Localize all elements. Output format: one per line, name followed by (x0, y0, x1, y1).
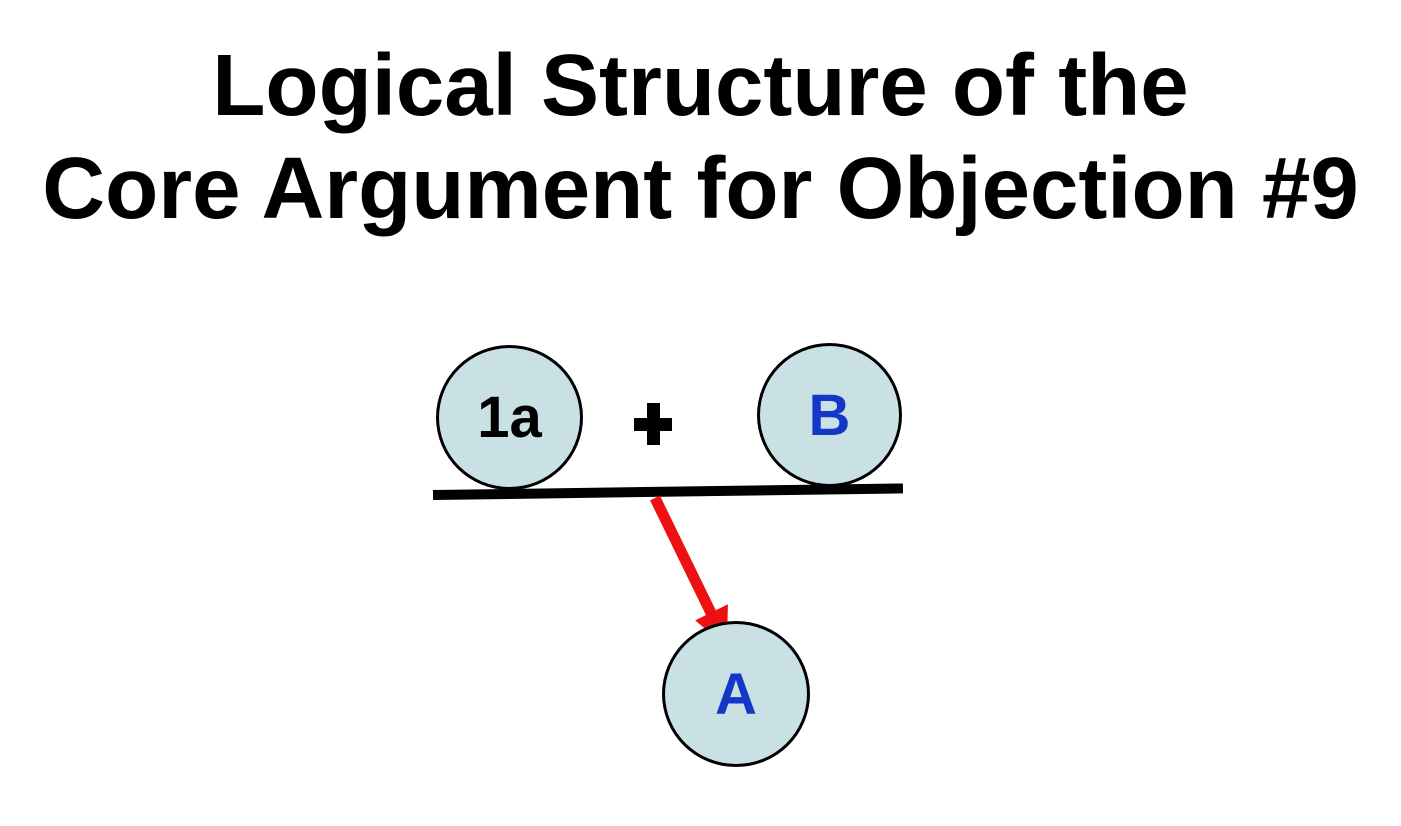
diagram-title: Logical Structure of the Core Argument f… (0, 34, 1401, 240)
premise-node-1a: 1a (436, 345, 583, 490)
premise-node-b: B (757, 343, 902, 487)
conclusion-node-a: A (662, 621, 810, 767)
title-line-2: Core Argument for Objection #9 (42, 140, 1359, 237)
premise-node-1a-label: 1a (477, 385, 542, 450)
conclusion-node-a-label: A (715, 661, 757, 727)
title-line-1: Logical Structure of the (212, 37, 1189, 134)
inference-arrow-shaft (650, 495, 718, 620)
plus-icon-horizontal-bar (634, 417, 672, 431)
plus-icon (634, 403, 672, 445)
premise-node-b-label: B (808, 382, 851, 448)
